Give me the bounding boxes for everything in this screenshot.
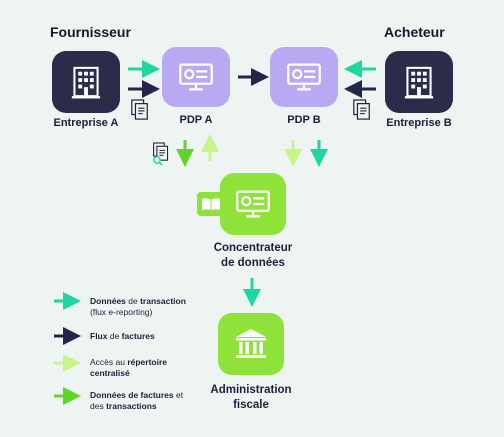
legend-invoice-data: Données de factures et des transactions bbox=[90, 390, 184, 411]
tax-admin-label-line2: fiscale bbox=[233, 399, 269, 411]
government-building-icon bbox=[236, 329, 266, 358]
legend-directory: Accès au répertoire centralisé bbox=[90, 357, 168, 378]
company-a-node bbox=[52, 51, 120, 113]
pdp-a-node bbox=[162, 47, 230, 107]
tax-admin-node bbox=[218, 313, 284, 375]
pdp-b-node bbox=[270, 47, 338, 107]
legend-invoice: Flux de factures bbox=[90, 331, 155, 341]
company-a-label: Entreprise A bbox=[53, 117, 119, 129]
pdp-b-label: PDP B bbox=[287, 114, 321, 126]
company-b-node bbox=[385, 51, 453, 113]
hub-tab bbox=[197, 192, 225, 216]
supplier-heading: Fournisseur bbox=[50, 24, 131, 40]
book-icon bbox=[202, 198, 220, 210]
buyer-heading: Acheteur bbox=[384, 24, 445, 40]
data-hub-label-line2: de données bbox=[221, 257, 285, 269]
pdp-a-label: PDP A bbox=[179, 114, 213, 126]
data-hub-label: Concentrateur de données bbox=[183, 241, 323, 271]
tax-admin-label: Administration fiscale bbox=[181, 383, 321, 413]
tax-admin-label-line1: Administration bbox=[210, 384, 292, 396]
document-icon bbox=[131, 99, 148, 120]
search-document-icon bbox=[153, 142, 169, 166]
document-icon bbox=[353, 99, 370, 120]
company-b-label: Entreprise B bbox=[386, 117, 452, 129]
legend-transaction: Données de transaction (flux e-reporting… bbox=[90, 296, 186, 317]
data-hub-node bbox=[220, 173, 286, 235]
data-hub-label-line1: Concentrateur bbox=[213, 242, 293, 254]
